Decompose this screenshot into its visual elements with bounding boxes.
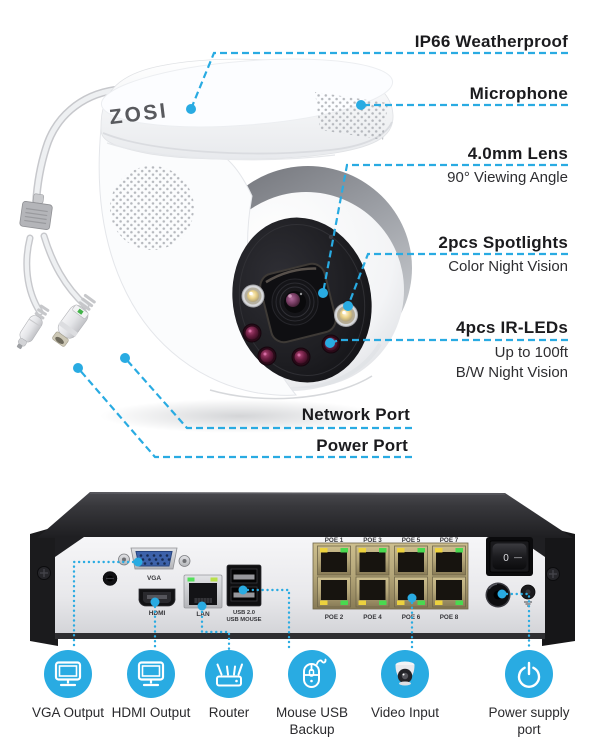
spotlight-left xyxy=(241,284,265,308)
legend-video-input-label: Video Input xyxy=(370,705,440,720)
poe7-label: POE 7 xyxy=(440,537,459,544)
ir-leds-dot xyxy=(325,338,335,348)
poe3-label: POE 3 xyxy=(363,537,382,544)
vga-label: VGA xyxy=(147,575,161,582)
lens xyxy=(271,278,319,326)
router-icon xyxy=(205,650,253,698)
spotlights-leader xyxy=(346,252,568,307)
lens-dot xyxy=(318,288,328,298)
callout-spotlights-sub: Color Night Vision xyxy=(448,258,568,275)
nvr-illustration: VGA HDMI LAN xyxy=(30,492,575,646)
camera-cap: ZOSI xyxy=(100,58,394,161)
switch-dash-mark: — xyxy=(514,553,522,562)
ip66-dot xyxy=(186,104,196,114)
legend-router-label: Router xyxy=(208,705,250,720)
power-supply-dot xyxy=(497,589,507,599)
legend-power-supply-label: Power supply port xyxy=(488,705,570,737)
mouse-icon xyxy=(288,650,336,698)
hdmi-label: HDMI xyxy=(149,610,166,617)
legend-power-supply: Power supply port xyxy=(481,650,577,739)
panel-screw-hole xyxy=(102,571,118,586)
legend-vga-output: VGA Output xyxy=(20,650,116,722)
callout-spotlights: 2pcs Spotlights xyxy=(438,233,568,252)
poe5-label: POE 5 xyxy=(402,537,421,544)
video-input-dot xyxy=(407,593,417,603)
callout-lens: 4.0mm Lens xyxy=(467,144,568,163)
callout-network-port: Network Port xyxy=(301,405,410,424)
legend-router: Router xyxy=(181,650,277,722)
camera-cable xyxy=(16,86,119,350)
mouse-leader xyxy=(241,588,291,651)
network-connector xyxy=(52,294,96,347)
ip66-leader xyxy=(189,51,568,110)
router-dot xyxy=(197,601,207,611)
vga-port: VGA xyxy=(118,547,191,582)
face-mic-hole xyxy=(328,234,334,240)
callout-ip66: IP66 Weatherproof xyxy=(414,32,568,51)
nvr-left-ear xyxy=(30,526,58,646)
network-port-dot xyxy=(120,353,130,363)
usb-label-line2: USB MOUSE xyxy=(226,617,261,623)
camera-icon xyxy=(381,650,429,698)
mouse-dot xyxy=(238,585,248,595)
callout-ir-leds-sub2: B/W Night Vision xyxy=(455,364,568,381)
network-port-leader xyxy=(124,357,412,430)
camera-shadow xyxy=(100,399,380,433)
power-connector xyxy=(16,304,50,350)
poe-ports: POE 1 POE 3 POE 5 POE 7 POE 2 POE 4 POE … xyxy=(312,537,469,621)
lens-leader xyxy=(321,163,568,294)
hdmi-monitor-icon xyxy=(127,650,175,698)
usb-ports: USB 2.0 USB MOUSE xyxy=(226,564,262,623)
nvr-right-ear xyxy=(542,526,575,646)
poe4-label: POE 4 xyxy=(363,614,382,621)
power-port-dot xyxy=(73,363,83,373)
lan-label: LAN xyxy=(196,611,210,618)
callout-microphone: Microphone xyxy=(469,84,568,103)
callout-ir-leds: 4pcs IR-LEDs xyxy=(456,318,568,337)
callout-ir-leds-sub1: Up to 100ft xyxy=(494,344,568,361)
poe8-label: POE 8 xyxy=(440,614,459,621)
callout-power-port: Power Port xyxy=(316,436,408,455)
callout-lens-sub: 90° Viewing Angle xyxy=(447,169,568,186)
hdmi-output-dot xyxy=(150,597,160,607)
speaker-holes xyxy=(110,166,194,250)
switch-zero-mark: 0 xyxy=(503,553,509,564)
legend-mouse-usb-label: Mouse USB Backup xyxy=(275,705,349,737)
legend-video-input: Video Input xyxy=(357,650,453,722)
legend-hdmi-output: HDMI Output xyxy=(103,650,199,722)
power-switch: 0 — xyxy=(486,537,533,576)
vga-output-leader xyxy=(72,560,140,651)
router-leader xyxy=(200,605,231,651)
microphone-dot xyxy=(356,100,366,110)
power-supply-leader xyxy=(500,592,531,651)
hdmi-port: HDMI xyxy=(138,588,176,617)
power-icon xyxy=(505,650,553,698)
power-port-leader xyxy=(77,367,412,459)
callout-leader-lines xyxy=(72,51,568,651)
legend-mouse-usb: Mouse USB Backup xyxy=(264,650,360,739)
vga-output-dot xyxy=(133,557,143,567)
vga-monitor-icon xyxy=(44,650,92,698)
nvr-top-face xyxy=(37,492,573,538)
poe1-label: POE 1 xyxy=(325,537,344,544)
ir-leds xyxy=(242,323,341,367)
camera-illustration: ZOSI xyxy=(16,58,412,433)
spotlights-dot xyxy=(343,301,353,311)
nvr-rear-panel xyxy=(55,537,545,636)
poe2-label: POE 2 xyxy=(325,614,344,621)
legend-vga-output-label: VGA Output xyxy=(31,705,105,720)
usb-label-line1: USB 2.0 xyxy=(233,610,255,616)
legend-hdmi-output-label: HDMI Output xyxy=(111,705,191,720)
